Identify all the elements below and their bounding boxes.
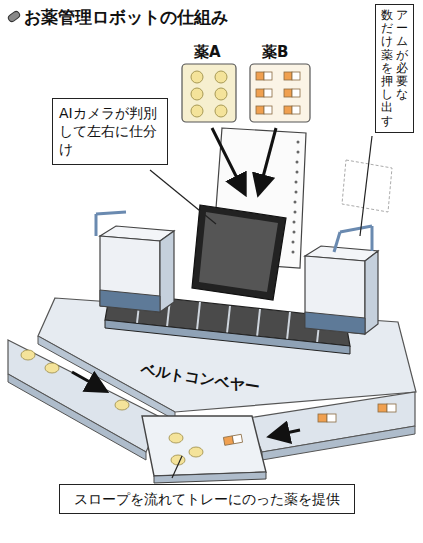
blister-pack-a	[182, 64, 236, 122]
title: お薬管理ロボットの仕組み	[24, 6, 228, 29]
drug-label: 薬A	[194, 43, 221, 62]
vertical-text: 数だけ薬を押し出す	[381, 9, 393, 128]
blister-pack-b	[250, 64, 310, 122]
callout-text: AIカメラが判別して左右に仕分け	[59, 104, 161, 159]
leader-line	[172, 456, 182, 478]
callout-text: スロープを流れてトレーにのった薬を提供	[74, 490, 340, 508]
callout-box: AIカメラが判別して左右に仕分け	[52, 98, 168, 165]
drug-label: 薬B	[262, 43, 288, 62]
title-icon	[7, 10, 21, 23]
leader-line	[360, 136, 372, 236]
vertical-text: アームが必要な	[396, 9, 408, 101]
vertical-callout-box: アームが必要な数だけ薬を押し出す	[375, 4, 414, 133]
callout-box: スロープを流れてトレーにのった薬を提供	[59, 484, 355, 514]
leader-line	[150, 170, 216, 224]
